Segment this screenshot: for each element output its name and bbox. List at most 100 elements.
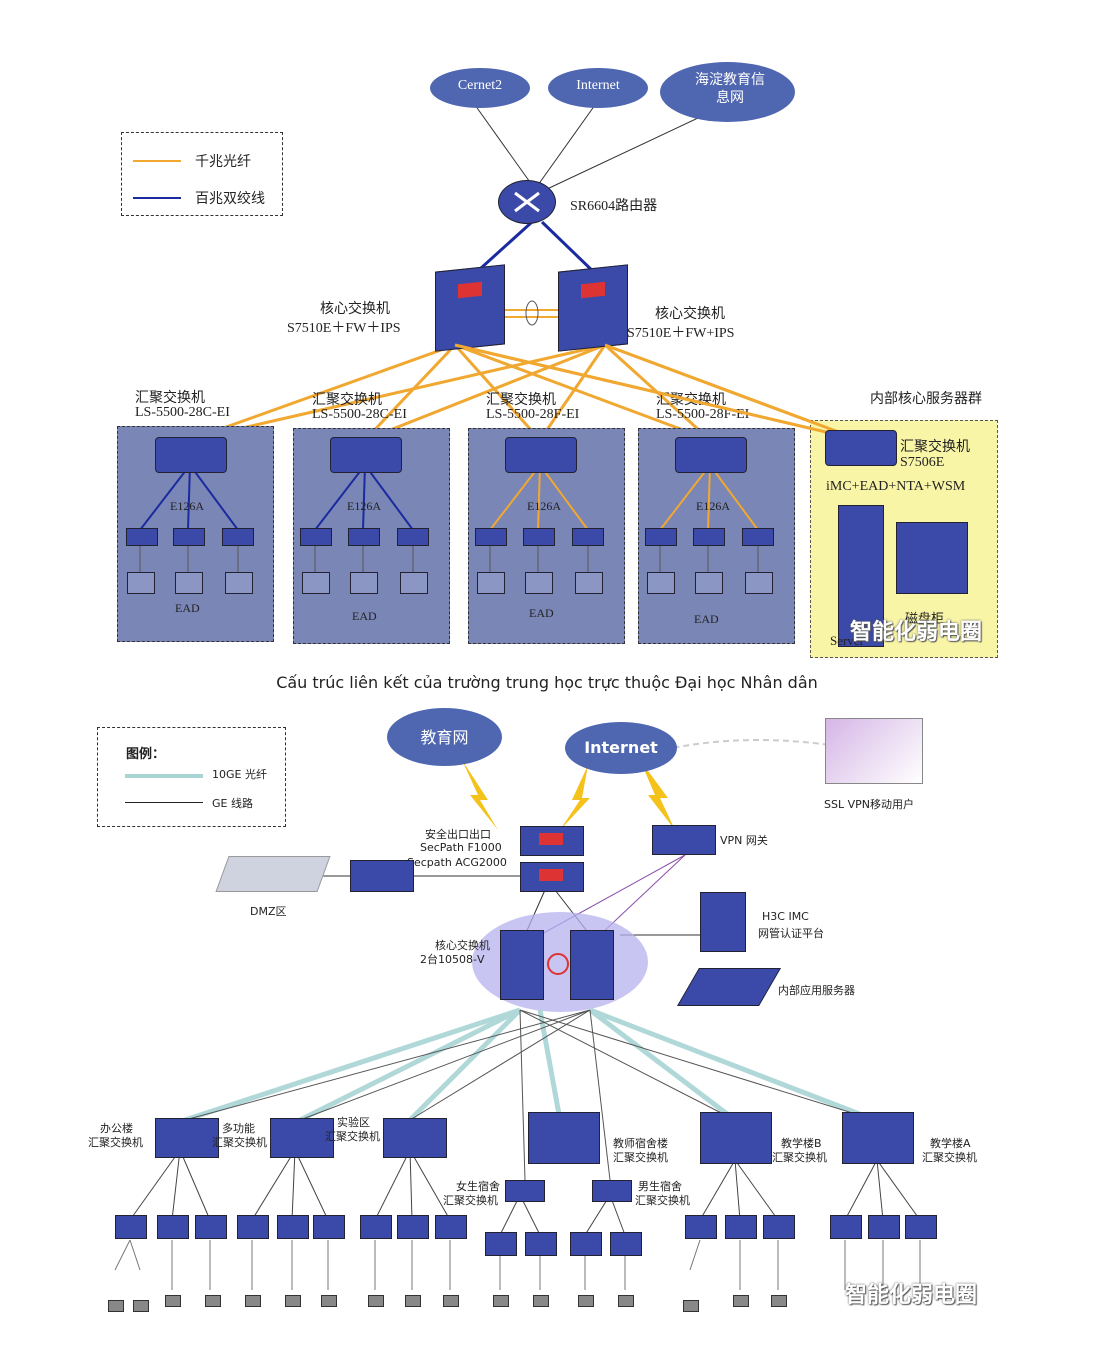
agg-teacher-dorm-switch-icon xyxy=(528,1112,600,1164)
legend-10ge-swatch xyxy=(125,774,203,778)
dmz-label: DMZ区 xyxy=(250,905,287,918)
agg2-access-label: E126A xyxy=(347,499,381,513)
access-switch-icon xyxy=(610,1232,642,1256)
agg1-switch-icon xyxy=(155,437,227,473)
legend-twisted-label: 百兆双绞线 xyxy=(195,192,265,207)
exit-line2: SecPath F1000 xyxy=(420,841,502,854)
vpn-gateway-label: VPN 网关 xyxy=(720,834,768,847)
router-icon xyxy=(498,180,556,224)
core-left-line2: S7510E＋FW＋IPS xyxy=(287,321,401,336)
pc-icon xyxy=(683,1300,699,1312)
top-watermark: 智能化弱电圈 xyxy=(850,620,983,645)
pc-icon xyxy=(733,1295,749,1307)
access-switch-icon xyxy=(523,528,555,546)
access-switch-icon xyxy=(195,1215,227,1239)
access-switch-icon xyxy=(868,1215,900,1239)
agg-b-line1: 教学楼B xyxy=(781,1137,822,1150)
pc-icon xyxy=(321,1295,337,1307)
access-switch-icon xyxy=(115,1215,147,1239)
pc-icon xyxy=(618,1295,634,1307)
access-switch-icon xyxy=(572,528,604,546)
laptop-icon xyxy=(350,572,378,594)
ssl-vpn-user-icon xyxy=(825,718,923,784)
acg-icon xyxy=(520,862,584,892)
access-switch-icon xyxy=(126,528,158,546)
agg-office-switch-icon xyxy=(155,1118,219,1158)
laptop-icon xyxy=(225,572,253,594)
pc-icon xyxy=(245,1295,261,1307)
access-switch-icon xyxy=(237,1215,269,1239)
core-line1: 核心交换机 xyxy=(435,939,490,952)
pc-icon xyxy=(771,1295,787,1307)
legend-fiber-label: 千兆光纤 xyxy=(195,155,251,170)
access-switch-icon xyxy=(570,1232,602,1256)
pc-icon xyxy=(285,1295,301,1307)
agg-lab-line1: 实验区 xyxy=(337,1116,370,1129)
bottom-watermark: 智能化弱电圈 xyxy=(845,1283,978,1308)
cloud-cernet xyxy=(430,68,530,108)
pc-icon xyxy=(133,1300,149,1312)
legend-fiber-swatch xyxy=(133,160,181,162)
exit-line1: 安全出口出口 xyxy=(425,828,491,841)
access-switch-icon xyxy=(360,1215,392,1239)
cloud-haidian-label: 海淀教育信息网 xyxy=(695,73,765,106)
laptop-icon xyxy=(400,572,428,594)
agg-multi-switch-icon xyxy=(270,1118,334,1158)
laptop-icon xyxy=(127,572,155,594)
core-line2: 2台10508-V xyxy=(420,953,485,966)
router-label: SR6604路由器 xyxy=(570,199,658,214)
agg1-line1: 汇聚交换机 xyxy=(135,391,205,406)
cloud-internet-label: Internet xyxy=(576,78,620,93)
pc-icon xyxy=(205,1295,221,1307)
dorm-m-line2: 汇聚交换机 xyxy=(635,1194,690,1207)
cloud-edu xyxy=(387,708,502,766)
laptop-icon xyxy=(302,572,330,594)
agg-b-line2: 汇聚交换机 xyxy=(772,1151,827,1164)
pc-icon xyxy=(533,1295,549,1307)
agg-office-line2: 汇聚交换机 xyxy=(88,1136,143,1149)
top-legend xyxy=(121,132,283,216)
vpn-gateway-icon xyxy=(652,825,716,855)
cloud-edu-label: 教育网 xyxy=(420,728,469,747)
cloud-internet xyxy=(548,68,648,108)
legend-twisted-swatch xyxy=(133,197,181,199)
access-switch-icon xyxy=(763,1215,795,1239)
cloud-haidian xyxy=(660,62,795,122)
server-agg-line2: S7506E xyxy=(900,455,945,470)
access-switch-icon xyxy=(348,528,380,546)
legend-ge-swatch xyxy=(125,802,203,803)
dorm-f-line2: 汇聚交换机 xyxy=(443,1194,498,1207)
access-switch-icon xyxy=(222,528,254,546)
access-switch-icon xyxy=(277,1215,309,1239)
agg2-ead-label: EAD xyxy=(352,609,377,623)
pc-icon xyxy=(578,1295,594,1307)
access-switch-icon xyxy=(173,528,205,546)
laptop-icon xyxy=(575,572,603,594)
access-switch-icon xyxy=(685,1215,717,1239)
disk-array-icon xyxy=(896,522,968,594)
access-switch-icon xyxy=(525,1232,557,1256)
storage-label: 磁盘柜 xyxy=(905,611,945,626)
access-switch-icon xyxy=(300,528,332,546)
agg1-ead-label: EAD xyxy=(175,601,200,615)
legend-10ge-label: 10GE 光纤 xyxy=(212,768,267,781)
app-server-label: 内部应用服务器 xyxy=(778,984,855,997)
agg-building-a-switch-icon xyxy=(842,1112,914,1164)
agg-teacher-line1: 教师宿舍楼 xyxy=(613,1137,668,1150)
dorm-m-switch-icon xyxy=(592,1180,632,1202)
cloud-cernet-label: Cernet2 xyxy=(457,78,503,93)
agg4-access-label: E126A xyxy=(696,499,730,513)
access-switch-icon xyxy=(742,528,774,546)
imc-line1: H3C IMC xyxy=(762,910,809,923)
agg-lab-line2: 汇聚交换机 xyxy=(325,1130,380,1143)
laptop-icon xyxy=(745,572,773,594)
pc-icon xyxy=(443,1295,459,1307)
legend-title: 图例： xyxy=(126,747,166,762)
laptop-icon xyxy=(477,572,505,594)
agg4-ead-label: EAD xyxy=(694,612,719,626)
legend-ge-label: GE 线路 xyxy=(212,797,253,810)
laptop-icon xyxy=(647,572,675,594)
access-switch-icon xyxy=(645,528,677,546)
server-agg-switch-icon xyxy=(825,430,897,466)
